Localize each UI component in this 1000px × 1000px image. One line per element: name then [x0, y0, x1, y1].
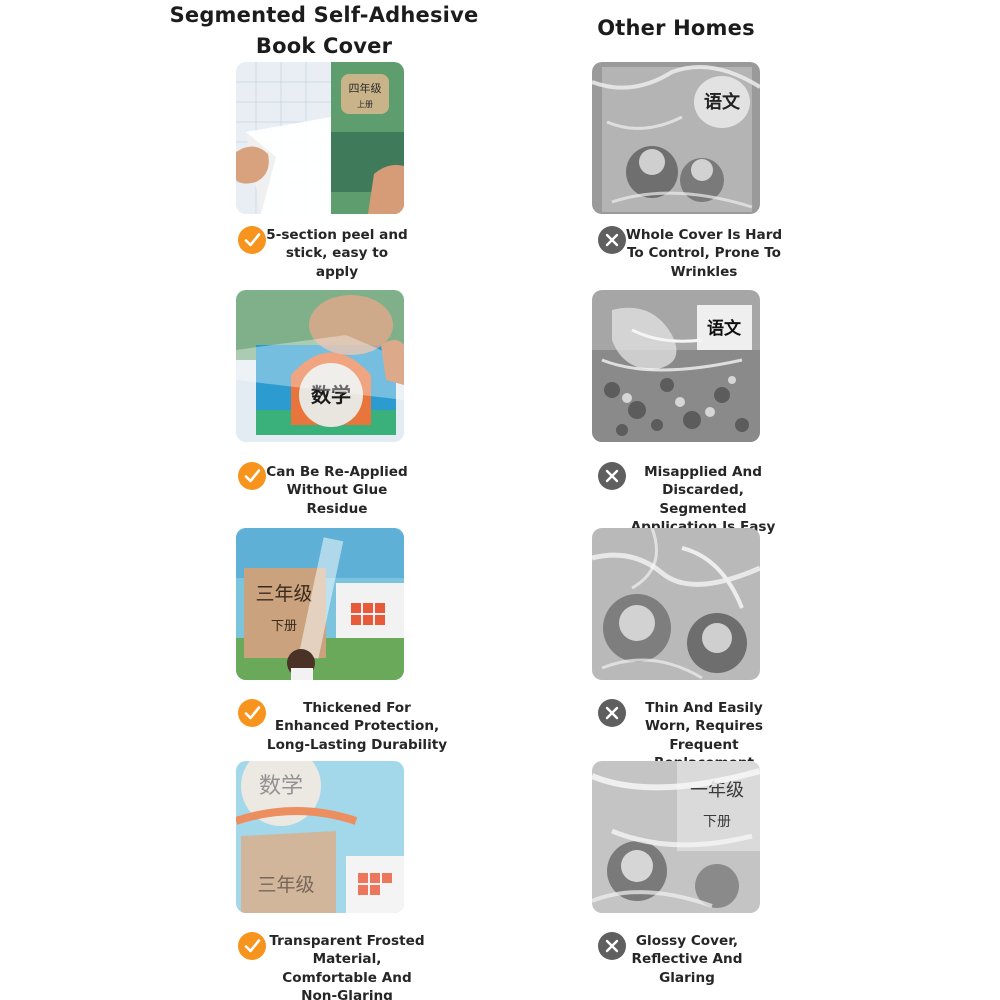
product-photo-thickened: 三年级 下册 [236, 528, 404, 680]
pro-caption: 5-section peel and stick, easy to apply [266, 227, 408, 280]
book-label-text: 上册 [357, 100, 373, 109]
con-caption: Misapplied And Discarded, Segmented Appl… [630, 464, 776, 535]
con-caption: Glossy Cover, Reflective And Glaring [631, 933, 743, 986]
product-photo-peel-stick: 四年级 上册 [236, 62, 404, 214]
book-label-text: 语文 [707, 318, 742, 339]
pro-caption: Can Be Re-Applied Without Glue Residue [266, 464, 408, 517]
pro-caption: Thickened For Enhanced Protection, Long-… [266, 700, 448, 753]
product-photo-frosted: 数学 三年级 [236, 761, 404, 913]
x-circle-icon [598, 699, 626, 727]
competitor-photo-wrinkled: 语文 [592, 62, 760, 214]
competitor-photo-glossy: 一年级 下册 [592, 761, 760, 913]
pro-caption: Transparent Frosted Material, Comfortabl… [269, 933, 425, 1000]
x-circle-icon [598, 462, 626, 490]
left-column-title: Segmented Self-Adhesive Book Cover [169, 3, 479, 58]
check-circle-icon [238, 699, 266, 727]
right-column-title: Other Homes [597, 16, 755, 40]
book-label-text: 下册 [703, 814, 731, 830]
book-label-text: 四年级 [349, 81, 382, 95]
book-label-text: 下册 [271, 619, 297, 634]
x-circle-icon [598, 932, 626, 960]
competitor-photo-discarded: 语文 [592, 290, 760, 442]
book-label-text: 语文 [704, 91, 741, 113]
check-circle-icon [238, 226, 266, 254]
con-caption: Whole Cover Is Hard To Control, Prone To… [625, 227, 783, 280]
check-circle-icon [238, 932, 266, 960]
book-label-text: 数学 [311, 383, 351, 407]
product-photo-reapply: 数学 [236, 290, 404, 442]
book-label-text: 数学 [259, 774, 303, 799]
competitor-photo-worn [592, 528, 760, 680]
check-circle-icon [238, 462, 266, 490]
book-label-text: 三年级 [255, 583, 312, 605]
x-circle-icon [598, 226, 626, 254]
book-label-text: 三年级 [257, 874, 314, 896]
